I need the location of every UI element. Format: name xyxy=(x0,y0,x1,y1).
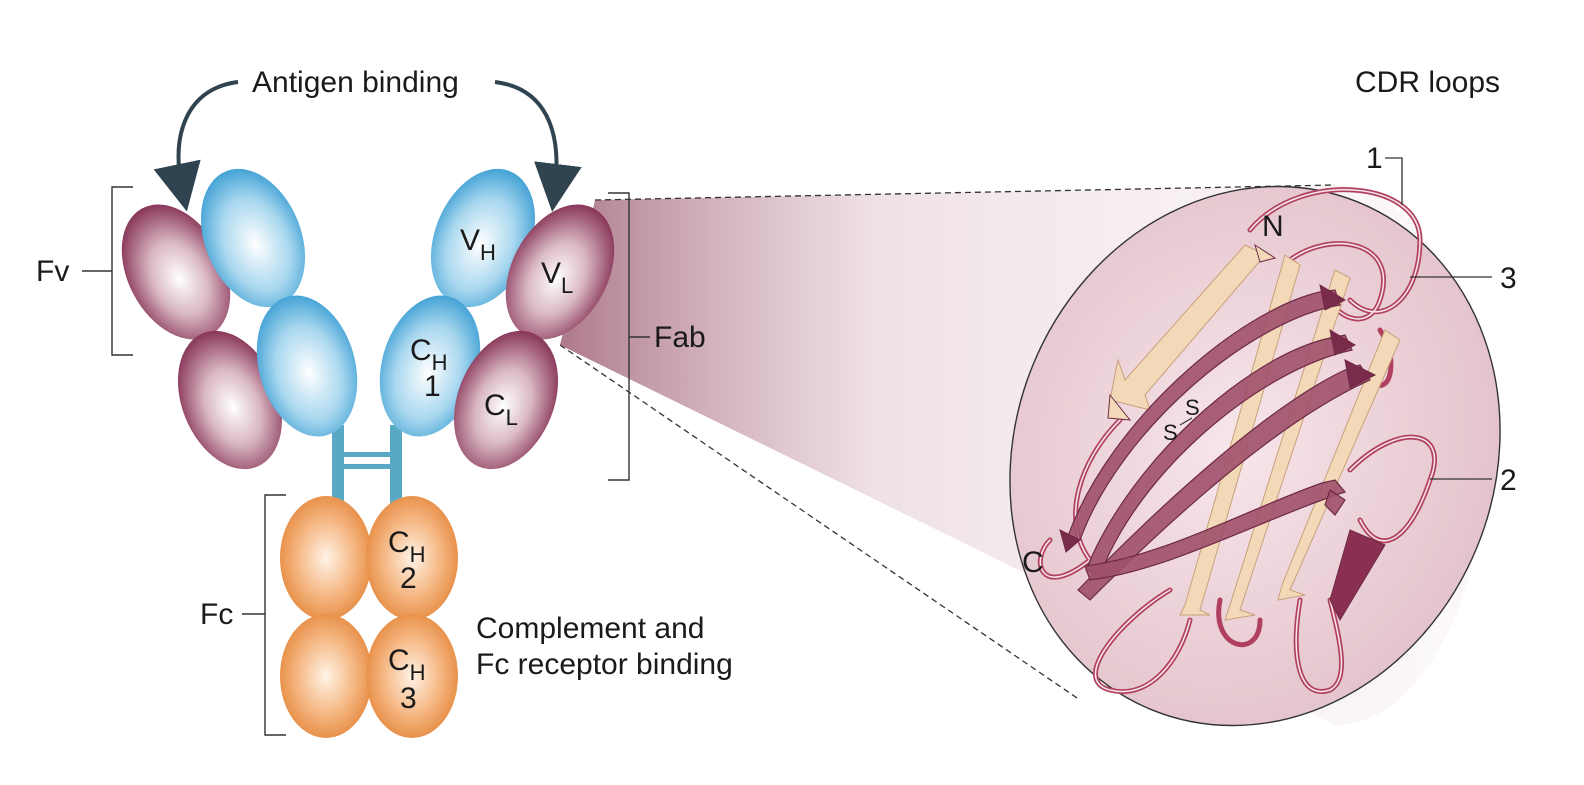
ch3-right xyxy=(366,614,458,738)
vl-label: VL xyxy=(541,257,573,298)
antigen-binding-label: Antigen binding xyxy=(252,66,459,99)
ch3-label: CH xyxy=(388,644,426,685)
cl-label: CL xyxy=(484,389,518,430)
ch1-number: 1 xyxy=(424,370,441,403)
ch2-left xyxy=(280,496,372,620)
antigen-arrow-right xyxy=(494,80,582,212)
ch3-number: 3 xyxy=(400,682,417,715)
complement-label-line1: Complement and xyxy=(476,612,704,645)
ch1-right xyxy=(379,295,481,437)
antigen-arrow-left xyxy=(153,80,239,212)
cl-right xyxy=(453,330,559,470)
ch1-label: CH xyxy=(410,334,448,375)
ig-fold xyxy=(1037,187,1437,694)
fc-label: Fc xyxy=(200,598,233,631)
ch1-left xyxy=(256,295,358,437)
cdr3-label: 3 xyxy=(1500,262,1517,295)
n-terminus-label: N xyxy=(1262,210,1284,243)
fab-label: Fab xyxy=(654,321,706,354)
cdr-loops-title: CDR loops xyxy=(1355,66,1500,99)
disulfide-s1: S xyxy=(1185,395,1200,420)
fc-bracket xyxy=(264,494,286,736)
vh-label: VH xyxy=(460,224,496,265)
cdr1-label: 1 xyxy=(1366,142,1383,175)
zoom-edge-bottom xyxy=(559,344,1081,701)
disulfide-bond xyxy=(1179,417,1193,426)
ch2-right xyxy=(366,496,458,620)
disulfide-s2: S xyxy=(1163,420,1178,445)
ch3-left xyxy=(280,614,372,738)
cdr2-label: 2 xyxy=(1500,464,1517,497)
cylinder-end xyxy=(1009,185,1501,727)
vh-left xyxy=(200,168,306,308)
complement-label-line2: Fc receptor binding xyxy=(476,648,733,681)
c-terminus-label: C xyxy=(1022,546,1044,579)
fv-label: Fv xyxy=(36,255,69,288)
hinge xyxy=(332,425,402,505)
ch2-label: CH xyxy=(388,526,426,567)
cl-left xyxy=(177,330,283,470)
cdr1-leader xyxy=(1385,157,1403,205)
ig-arrowheads xyxy=(1059,243,1386,622)
vl-right xyxy=(505,204,615,340)
zoom-edge-top xyxy=(594,184,1336,201)
ch2-number: 2 xyxy=(400,562,417,595)
